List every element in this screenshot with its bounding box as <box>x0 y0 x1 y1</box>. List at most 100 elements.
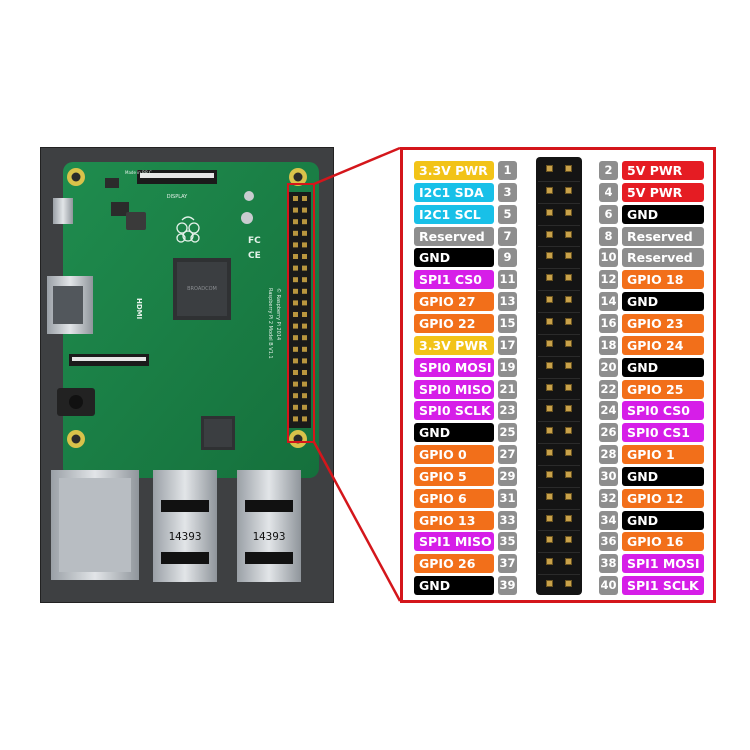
board-header-pin <box>302 277 307 283</box>
pin-39-label: GND <box>414 576 494 595</box>
board-header-pin <box>293 404 298 410</box>
pin-21-number: 21 <box>498 380 517 399</box>
header-row-divider <box>538 246 580 247</box>
board-header-pin <box>302 312 307 317</box>
pin-20-number: 20 <box>599 358 618 377</box>
pin-33-number: 33 <box>498 511 517 530</box>
header-pin-contact <box>546 580 553 587</box>
board-header-pin <box>302 265 307 271</box>
pin-11-number: 11 <box>498 270 517 289</box>
pin-39-number: 39 <box>498 576 517 595</box>
pin-24-label: SPI0 CS0 <box>622 401 704 420</box>
pin-26-label: SPI0 CS1 <box>622 423 704 442</box>
pin-36-label: GPIO 16 <box>622 532 704 551</box>
header-pin-contact <box>565 515 572 522</box>
pin-5-number: 5 <box>498 205 517 224</box>
header-row-divider <box>538 509 580 510</box>
board-header-pin <box>302 323 307 329</box>
pin-1-number: 1 <box>498 161 517 180</box>
pin-14-label: GND <box>622 292 704 311</box>
pin-34-number: 34 <box>599 511 618 530</box>
header-row-divider <box>538 530 580 531</box>
header-row-divider <box>538 443 580 444</box>
header-pin-contact <box>546 384 553 391</box>
header-pin-contact <box>565 187 572 194</box>
pin-17-label: 3.3V PWR <box>414 336 494 355</box>
pin-33-label: GPIO 13 <box>414 511 494 530</box>
board-header-pin <box>302 242 307 248</box>
header-pin-contact <box>565 449 572 456</box>
pin-13-number: 13 <box>498 292 517 311</box>
usb-code-label: 14393 <box>252 530 285 543</box>
pin-22-label: GPIO 25 <box>622 380 704 399</box>
pin-25-number: 25 <box>498 423 517 442</box>
board-header-pin <box>293 288 298 294</box>
header-pin-contact <box>565 405 572 412</box>
pin-30-label: GND <box>622 467 704 486</box>
pin-20-label: GND <box>622 358 704 377</box>
header-pin-contact <box>546 515 553 522</box>
header-pin-contact <box>565 384 572 391</box>
usb-port-1: 14393 <box>153 470 217 582</box>
board-header-pin <box>302 346 307 352</box>
hdmi-silkscreen: HDMI <box>135 298 143 319</box>
header-pin-contact <box>546 449 553 456</box>
pin-31-number: 31 <box>498 489 517 508</box>
copyright-silkscreen: © Raspberry Pi 2014 <box>275 288 282 340</box>
pin-31-label: GPIO 6 <box>414 489 494 508</box>
board-header-pin <box>302 358 307 364</box>
board-header-pin <box>293 300 298 306</box>
header-row-divider <box>538 225 580 226</box>
pin-4-number: 4 <box>599 183 618 202</box>
header-pin-contact <box>546 296 553 303</box>
board-header-pin <box>302 416 307 422</box>
header-row-divider <box>538 203 580 204</box>
pin-7-number: 7 <box>498 227 517 246</box>
board-header-pin <box>293 265 298 271</box>
pin-29-number: 29 <box>498 467 517 486</box>
header-pin-contact <box>546 362 553 369</box>
raspberry-logo-icon <box>176 216 200 243</box>
board-header-pin <box>302 288 307 294</box>
header-pin-contact <box>546 405 553 412</box>
header-pin-contact <box>565 427 572 434</box>
pin-29-label: GPIO 5 <box>414 467 494 486</box>
header-row-divider <box>538 268 580 269</box>
header-pin-contact <box>565 536 572 543</box>
board-header-pin <box>293 346 298 352</box>
header-pin-contact <box>565 231 572 238</box>
pin-17-number: 17 <box>498 336 517 355</box>
pin-19-number: 19 <box>498 358 517 377</box>
header-row-divider <box>538 290 580 291</box>
header-pin-contact <box>546 187 553 194</box>
board-header-pin <box>293 358 298 364</box>
pin-37-label: GPIO 26 <box>414 554 494 573</box>
chip-label: BROADCOM <box>187 286 217 292</box>
usb-port-2: 14393 <box>237 470 301 582</box>
header-pin-contact <box>565 165 572 172</box>
header-pin-contact <box>565 318 572 325</box>
pin-32-label: GPIO 12 <box>622 489 704 508</box>
pin-40-label: SPI1 SCLK <box>622 576 704 595</box>
header-pin-contact <box>546 471 553 478</box>
header-pin-contact <box>565 340 572 347</box>
pin-23-number: 23 <box>498 401 517 420</box>
header-row-divider <box>538 421 580 422</box>
pin-6-label: GND <box>622 205 704 224</box>
board-header-pin <box>293 230 298 236</box>
board-header-pin <box>302 404 307 410</box>
board-header-pin <box>293 254 298 259</box>
board-header-pin <box>293 312 298 317</box>
pin-21-label: SPI0 MISO <box>414 380 494 399</box>
pin-38-label: SPI1 MOSI <box>622 554 704 573</box>
pin-24-number: 24 <box>599 401 618 420</box>
header-pin-contact <box>546 536 553 543</box>
header-pin-contact <box>546 252 553 259</box>
display-silkscreen: DISPLAY <box>167 194 188 200</box>
pin-36-number: 36 <box>599 532 618 551</box>
pin-14-number: 14 <box>599 292 618 311</box>
header-row-divider <box>538 399 580 400</box>
board-header-pin <box>293 219 298 225</box>
board-header-pin <box>302 219 307 225</box>
board-header-pin <box>293 370 298 375</box>
